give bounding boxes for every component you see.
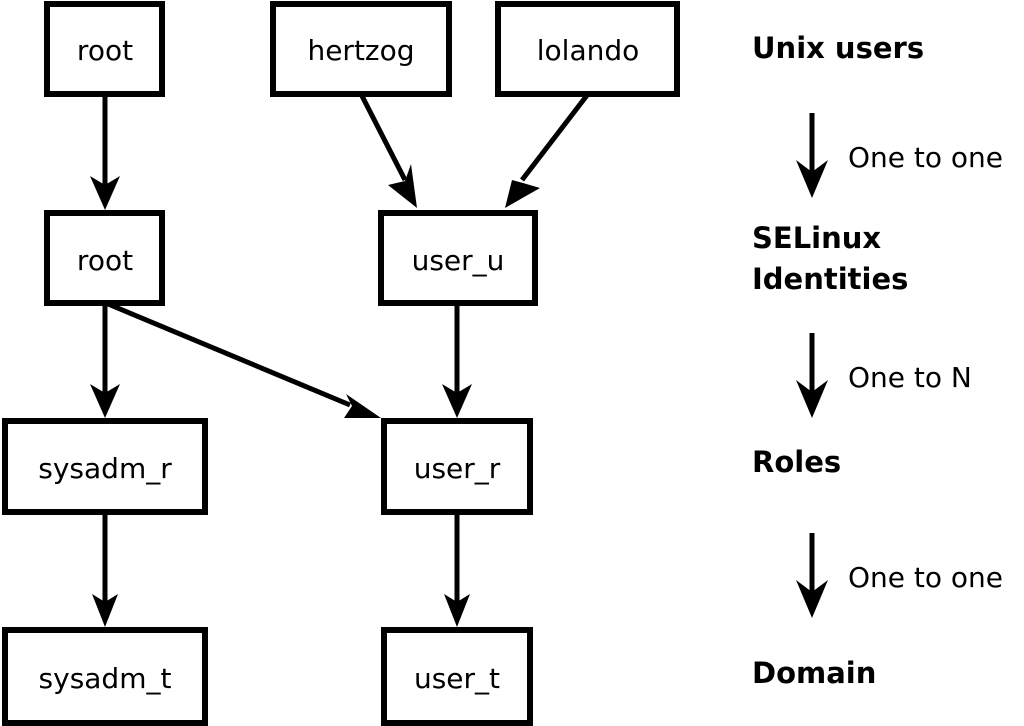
node-domain-user-t[interactable]: user_t (381, 627, 533, 726)
legend-arrow-one-to-one-1 (796, 113, 828, 198)
edge-user-r-to-user-t (444, 512, 470, 627)
node-label: lolando (537, 34, 640, 67)
node-label: user_t (414, 662, 500, 695)
legend-arrow-one-to-n (796, 333, 828, 418)
node-ident-root[interactable]: root (44, 210, 165, 306)
legend-relation-label: One to N (848, 361, 972, 394)
edge-hertzog-to-user-u (358, 92, 417, 208)
legend-stage-identities: Identities (752, 262, 908, 296)
node-label: root (77, 244, 133, 277)
edge-ident-root-to-sysadm-r (90, 303, 120, 418)
node-label: hertzog (307, 34, 414, 67)
node-role-sysadm-r[interactable]: sysadm_r (2, 418, 208, 515)
node-label: sysadm_t (39, 662, 172, 695)
edge-ident-root-to-user-r (107, 301, 381, 418)
legend-relation-label: One to one (848, 141, 1003, 174)
node-label: user_u (412, 244, 505, 277)
legend-arrow-one-to-one-2 (796, 533, 828, 618)
edge-lolando-to-user-u (505, 92, 590, 208)
node-role-user-r[interactable]: user_r (381, 418, 533, 515)
legend-relation-label: One to one (848, 561, 1003, 594)
legend-stage-selinux: SELinux (752, 221, 881, 255)
legend-stage-unix-users: Unix users (752, 31, 924, 65)
node-label: root (77, 34, 133, 67)
node-unix-hertzog[interactable]: hertzog (270, 1, 452, 97)
edge-sysadm-r-to-sysadm-t (92, 512, 118, 627)
node-label: user_r (414, 452, 501, 485)
node-label: sysadm_r (38, 452, 172, 485)
node-domain-sysadm-t[interactable]: sysadm_t (2, 627, 208, 726)
edge-user-u-to-user-r (442, 303, 472, 418)
edge-unix-root-to-ident-root (90, 94, 120, 210)
node-ident-user-u[interactable]: user_u (378, 210, 538, 306)
node-unix-lolando[interactable]: lolando (495, 1, 680, 97)
node-unix-root[interactable]: root (44, 1, 165, 97)
legend-stage-domain: Domain (752, 656, 876, 690)
legend-stage-roles: Roles (752, 445, 841, 479)
